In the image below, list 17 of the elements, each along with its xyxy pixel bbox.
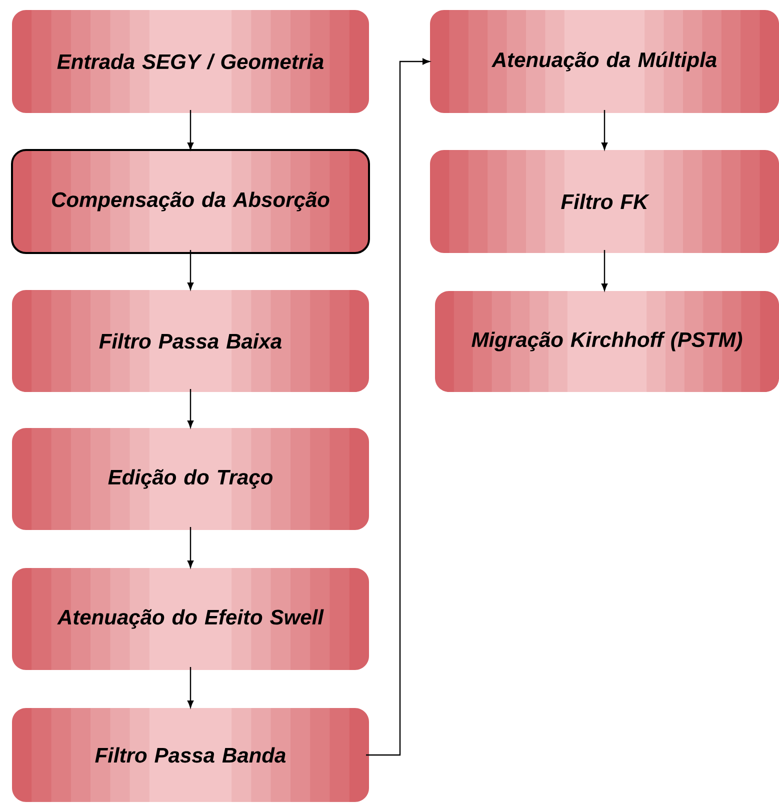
arrow — [187, 667, 194, 708]
arrow — [601, 110, 608, 150]
process-box: Migração Kirchhoff (PSTM) — [435, 291, 779, 392]
process-box: Filtro Passa Baixa — [12, 290, 369, 392]
arrow — [366, 58, 430, 756]
process-box: Filtro FK — [430, 150, 779, 253]
process-box: Compensação da Absorção — [11, 149, 370, 254]
process-box: Atenuação do Efeito Swell — [12, 568, 369, 670]
process-box: Edição do Traço — [12, 428, 369, 530]
arrow — [601, 250, 608, 291]
process-box: Filtro Passa Banda — [12, 708, 369, 802]
arrow — [187, 110, 194, 150]
arrow — [187, 527, 194, 568]
arrow — [187, 389, 194, 428]
process-box: Atenuação da Múltipla — [430, 10, 779, 113]
process-box: Entrada SEGY / Geometria — [12, 10, 369, 113]
arrow — [187, 250, 194, 290]
